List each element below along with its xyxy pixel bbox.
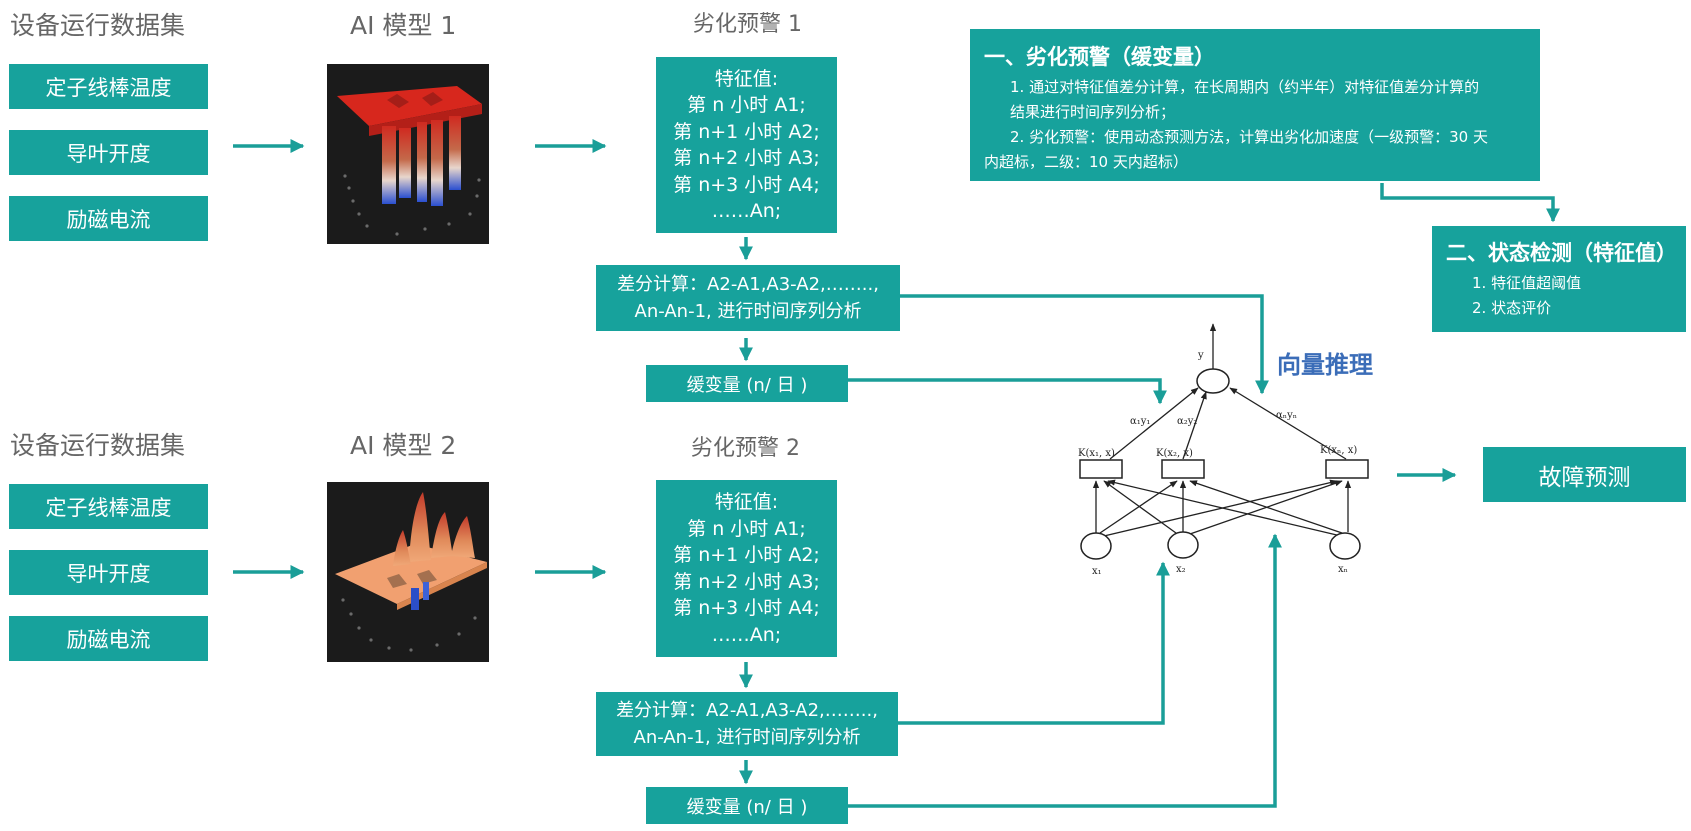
feature-line: 第 n+3 小时 A4; — [673, 173, 820, 196]
info-line: 1. 通过对特征值差分计算，在长周期内（约半年）对特征值差分计算的 — [1010, 78, 1480, 96]
connector-slow1-to-network — [848, 378, 1167, 405]
feature-line: 第 n+1 小时 A2; — [673, 120, 820, 143]
feature-line: 第 n+1 小时 A2; — [673, 544, 820, 566]
param-stator-temp-1: 定子线棒温度 — [9, 64, 208, 109]
weight-label-2: α₂y₂ — [1177, 416, 1197, 427]
feature-line: 特征值: — [714, 491, 779, 513]
diff-box-2: 差分计算：A2-A1,A3-A2,…….., An-An-1, 进行时间序列分析 — [596, 692, 898, 756]
weight-label-1: α₁y₁ — [1130, 416, 1150, 427]
feature-box-2: 特征值: 第 n 小时 A1; 第 n+1 小时 A2; 第 n+2 小时 A3… — [656, 480, 837, 657]
warning-title-2: 劣化预警 2 — [691, 436, 800, 461]
slow-variable-box-1: 缓变量 (n/ 日 ) — [646, 365, 848, 402]
model-title-1: AI 模型 1 — [350, 11, 457, 40]
kernel-label-1: K(x₁, x) — [1078, 448, 1115, 459]
output-label: y — [1197, 350, 1204, 361]
diff-line: 差分计算：A2-A1,A3-A2,…….., — [617, 274, 879, 295]
feature-line: 第 n+2 小时 A3; — [673, 570, 820, 593]
input-node-1 — [1080, 532, 1112, 560]
feature-line: 第 n+2 小时 A3; — [673, 147, 820, 169]
feature-line: 特征值: — [714, 67, 779, 90]
diff-box-1: 差分计算：A2-A1,A3-A2,…….., An-An-1, 进行时间序列分析 — [596, 265, 900, 331]
info-line: 1. 特征值超阈值 — [1472, 274, 1582, 292]
info-line: 2. 状态评价 — [1472, 299, 1552, 317]
kernel-network-diagram: y α₁y₁ α₂y₂ αₙyₙ K(x₁, x) K(x₂, x) K(xₙ,… — [1078, 323, 1369, 577]
info-title: 二、状态检测（特征值） — [1446, 241, 1677, 265]
kernel-node-1 — [1079, 459, 1123, 479]
feature-line: 第 n+3 小时 A4; — [673, 597, 820, 619]
state-detection-info: 二、状态检测（特征值） 1. 特征值超阈值 2. 状态评价 — [1432, 226, 1686, 332]
param-guide-vane-1: 导叶开度 — [9, 130, 208, 175]
diff-line: 差分计算：A2-A1,A3-A2,…….., — [616, 700, 878, 721]
kernel-node-n — [1325, 459, 1369, 479]
info-line: 结果进行时间序列分析； — [1010, 103, 1176, 121]
fault-prediction-box: 故障预测 — [1483, 447, 1686, 502]
connector-info1-to-info2 — [1380, 183, 1560, 223]
feature-line: 第 n 小时 A1; — [687, 517, 806, 540]
param-excitation-1: 励磁电流 — [9, 196, 208, 241]
model-title-2: AI 模型 2 — [350, 431, 457, 460]
kernel-node-2 — [1161, 459, 1205, 479]
feature-line: ……An; — [711, 200, 782, 222]
param-excitation-2: 励磁电流 — [9, 616, 208, 661]
input-label-1: x₁ — [1092, 566, 1102, 577]
input-node-n — [1329, 532, 1361, 560]
diff-line: An-An-1, 进行时间序列分析 — [633, 727, 861, 748]
info-line: 2. 劣化预警：使用动态预测方法，计算出劣化加速度（一级预警：30 天 — [1010, 128, 1488, 146]
param-stator-temp-2: 定子线棒温度 — [9, 484, 208, 529]
slow-variable-box-2: 缓变量 (n/ 日 ) — [646, 787, 848, 824]
vector-inference-label: 向量推理 — [1277, 351, 1373, 379]
input-label-n: xₙ — [1338, 564, 1348, 575]
feature-line: 第 n 小时 A1; — [687, 94, 806, 116]
surface-plot-1 — [327, 64, 489, 244]
dataset-title-2: 设备运行数据集 — [10, 431, 186, 460]
dataset-title-1: 设备运行数据集 — [10, 11, 186, 40]
output-node — [1196, 368, 1230, 394]
connector-diff1-to-network — [898, 294, 1269, 395]
connector-slow2-to-network — [848, 533, 1282, 808]
surface-plot-2 — [327, 482, 489, 662]
feature-box-1: 特征值: 第 n 小时 A1; 第 n+1 小时 A2; 第 n+2 小时 A3… — [656, 57, 837, 233]
param-guide-vane-2: 导叶开度 — [9, 550, 208, 595]
info-title: 一、劣化预警（缓变量） — [984, 45, 1215, 69]
connector-diff2-to-network — [898, 561, 1170, 725]
warning-title-1: 劣化预警 1 — [693, 12, 802, 37]
weight-label-n: αₙyₙ — [1276, 410, 1297, 421]
input-label-2: x₂ — [1176, 564, 1186, 575]
kernel-label-n: K(xₙ, x) — [1320, 445, 1357, 456]
kernel-label-2: K(x₂, x) — [1156, 448, 1193, 459]
feature-line: ……An; — [711, 623, 782, 646]
diff-line: An-An-1, 进行时间序列分析 — [634, 301, 862, 322]
input-node-2 — [1167, 531, 1199, 559]
info-line: 内超标，二级：10 天内超标） — [984, 153, 1188, 171]
degradation-warning-info: 一、劣化预警（缓变量） 1. 通过对特征值差分计算，在长周期内（约半年）对特征值… — [970, 29, 1540, 181]
